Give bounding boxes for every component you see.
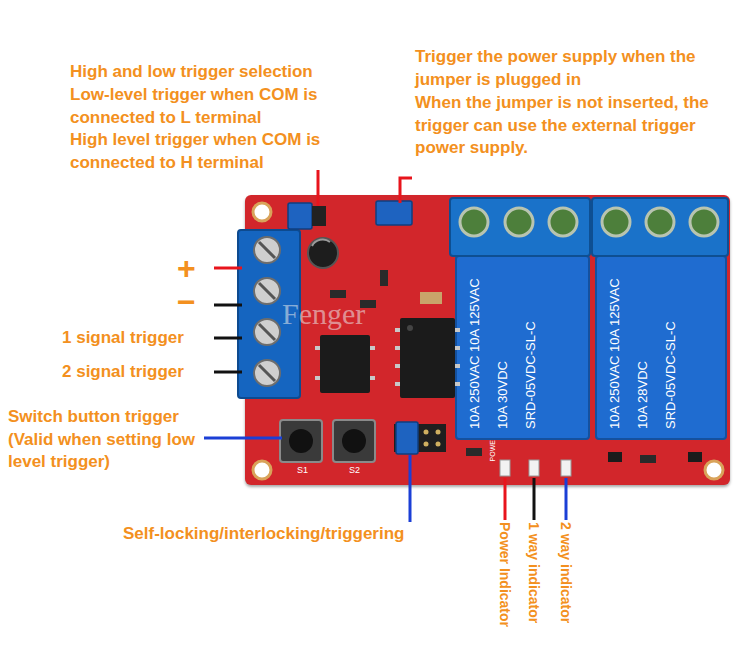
relay-rating: 10A 250VAC 10A 125VAC [605,269,625,429]
indicator-label: 2 way indicator [558,522,574,623]
polarity-label: + [177,252,196,284]
leader-line [214,267,242,270]
indicator-label: 1 way indicator [526,522,542,623]
leader-line [214,304,242,307]
annotation-note: Self-locking/interlocking/triggering [123,523,404,546]
polarity-label: − [177,286,196,318]
indicator-label: Power Indicator [497,522,513,627]
relay-rating: SRD-05VDC-SL-C [521,269,541,429]
relay-body: 10A 250VAC 10A 125VAC 10A 30VDC SRD-05VDC-… [455,255,590,440]
relay-rating: 10A 30VDC [493,269,513,429]
relay-rating: 10A 250VAC 10A 125VAC [465,269,485,429]
relay-rating: SRD-05VDC-SL-C [661,269,681,429]
relay-rating: 10A 28VDC [633,269,653,429]
pcb-board: S1S2POWER10A 250VAC 10A 125VAC10A 30VDCS… [245,195,730,485]
relay-marking: 10A 250VAC 10A 125VAC 10A 28VDC SRD-05VDC-… [605,269,689,429]
silkscreen-label: S1 [297,465,308,475]
leader-line [214,337,242,340]
leader-line [214,371,242,374]
annotation-note: Low-level trigger when COM is connected … [70,84,370,129]
signal-label: 2 signal trigger [62,361,184,384]
annotation-note: Switch button trigger (Valid when settin… [8,406,206,474]
annotation-note: Trigger the power supply when the jumper… [415,46,733,91]
relay-body: 10A 250VAC 10A 125VAC 10A 28VDC SRD-05VDC-… [595,255,727,440]
silkscreen-label: S2 [349,465,360,475]
signal-label: 1 signal trigger [62,327,184,350]
relay-marking: 10A 250VAC 10A 125VAC 10A 30VDC SRD-05VDC-… [465,269,549,429]
annotation-note: High and low trigger selection [70,61,390,84]
annotation-note: High level trigger when COM is connected… [70,129,370,174]
watermark: Fenger [282,298,365,330]
annotation-note: When the jumper is not inserted, the tri… [415,92,733,160]
